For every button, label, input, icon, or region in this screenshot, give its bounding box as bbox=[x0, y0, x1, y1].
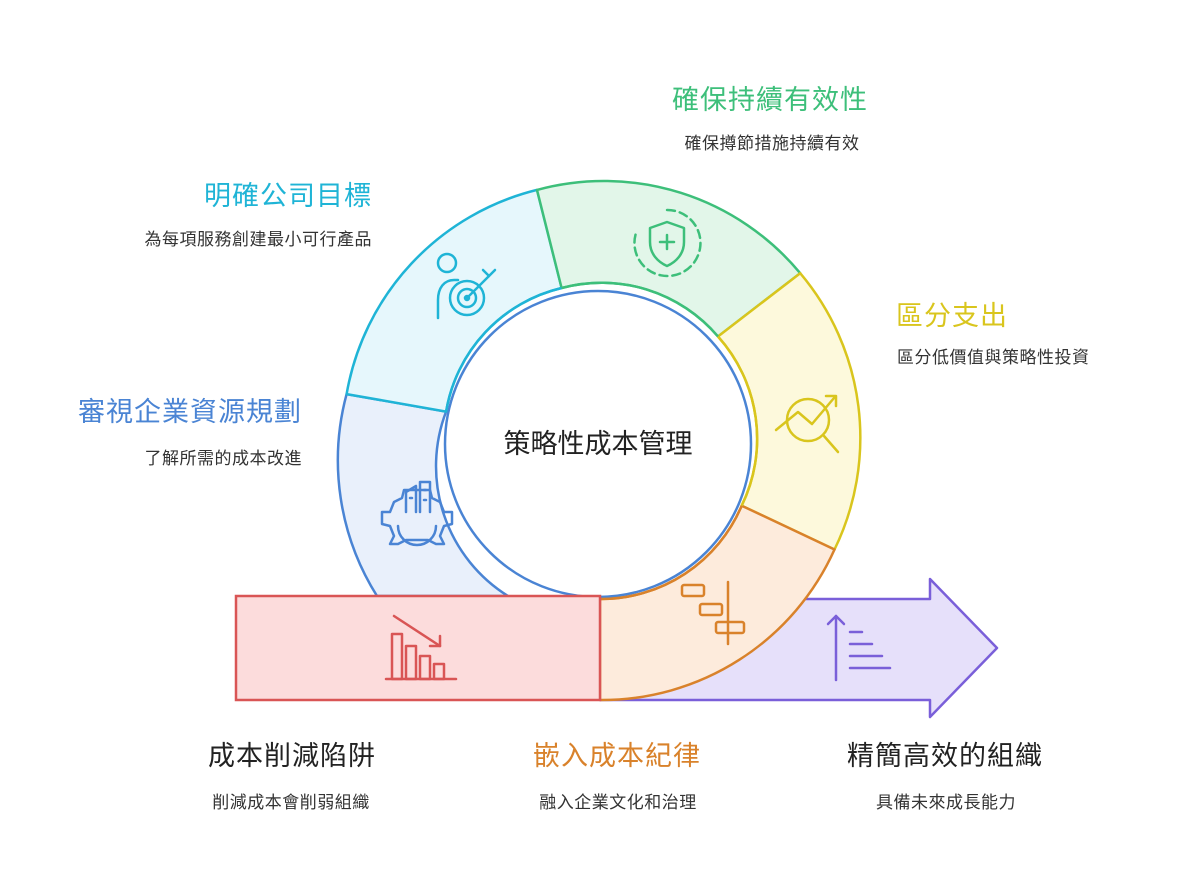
pitfall-desc: 削減成本會削弱組織 bbox=[212, 793, 370, 813]
magnifier-trend-icon bbox=[774, 394, 840, 454]
goals-desc: 為每項服務創建最小可行產品 bbox=[144, 230, 372, 250]
shield-plus-icon bbox=[633, 208, 702, 278]
person-target-icon bbox=[436, 252, 497, 320]
embed-desc: 融入企業文化和治理 bbox=[539, 793, 697, 813]
lean-title: 精簡高效的組織 bbox=[847, 741, 1043, 772]
gear-building-icon bbox=[380, 480, 454, 547]
sustain-desc: 確保撙節措施持續有效 bbox=[684, 134, 860, 154]
distinguish-title: 區分支出 bbox=[896, 301, 1008, 332]
review-title: 審視企業資源規劃 bbox=[78, 397, 302, 428]
distinguish-desc: 區分低價值與策略性投資 bbox=[897, 348, 1090, 368]
center-label: 策略性成本管理 bbox=[504, 429, 693, 460]
ascending-list-icon bbox=[826, 614, 892, 682]
lean-desc: 具備未來成長能力 bbox=[876, 793, 1016, 813]
pitfall-box bbox=[234, 594, 602, 702]
embed-title: 嵌入成本紀律 bbox=[533, 741, 701, 772]
goals-title: 明確公司目標 bbox=[204, 181, 372, 212]
review-desc: 了解所需的成本改進 bbox=[144, 449, 302, 469]
sustain-title: 確保持續有效性 bbox=[672, 85, 868, 116]
pitfall-title: 成本削減陷阱 bbox=[208, 741, 376, 772]
gantt-icon bbox=[680, 580, 746, 646]
segment-review bbox=[336, 392, 510, 598]
declining-bars-icon bbox=[384, 614, 458, 681]
